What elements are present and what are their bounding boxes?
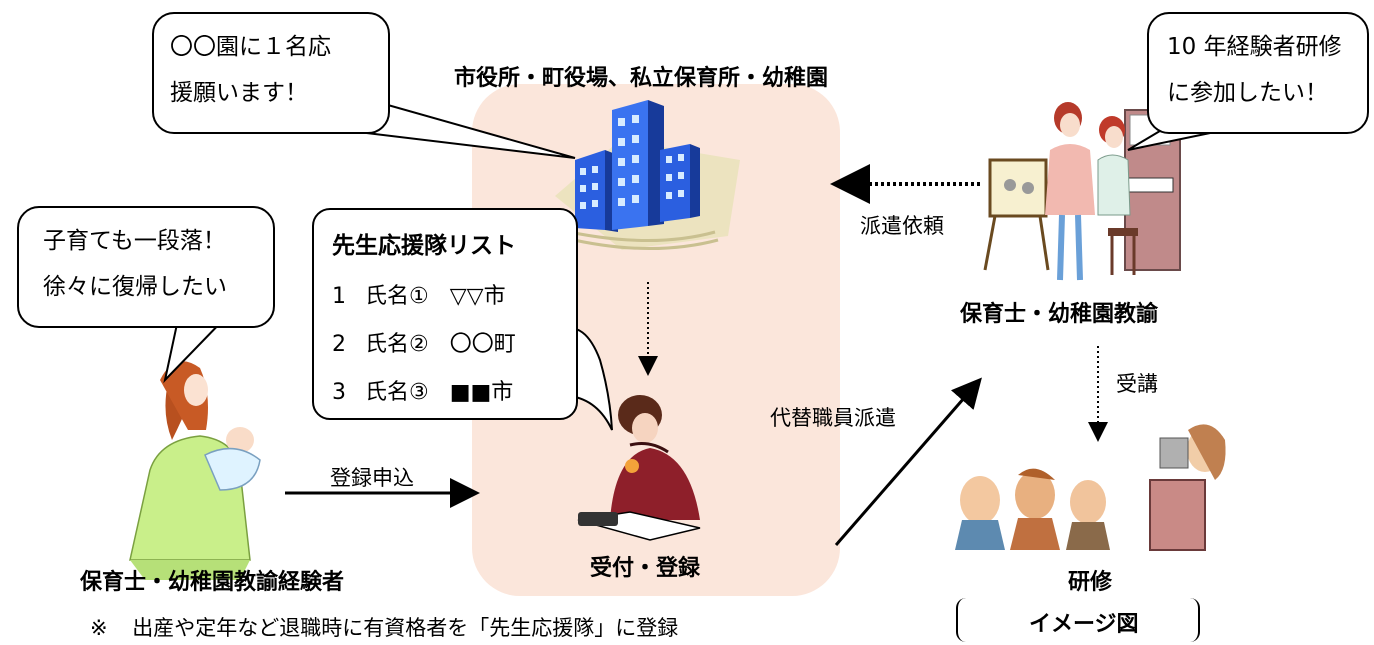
image-note-bracket: [956, 598, 1200, 642]
experienced-label: 保育士・幼稚園教諭経験者: [80, 570, 345, 595]
footnote: ※ 出産や定年など退職時に有資格者を「先生応援隊」に登録: [90, 612, 678, 642]
row-place: ■■市: [449, 380, 514, 405]
mother-with-baby-icon: [129, 361, 261, 580]
row-place: ▽▽市: [449, 284, 506, 309]
row-number: 2: [332, 332, 346, 357]
teachers-with-piano-icon: [983, 102, 1181, 281]
supporter-list-card: 先生応援隊リスト 1 氏名① ▽▽市 2 氏名② 〇〇町 3 氏名③ ■■市: [312, 208, 578, 420]
row-name: 氏名①: [365, 284, 429, 309]
bubble-line: 子育ても一段落！: [43, 228, 226, 254]
row-name: 氏名②: [365, 332, 429, 357]
row-number: 1: [332, 284, 346, 309]
bubble-line: 援願います！: [170, 80, 308, 106]
training-label: 研修: [1068, 570, 1113, 595]
bubble-line: 徐々に復帰したい: [43, 274, 227, 300]
list-item: 3 氏名③ ■■市: [332, 374, 513, 406]
register-arrow-label: 登録申込: [330, 466, 414, 490]
list-item: 1 氏名① ▽▽市: [332, 278, 506, 310]
image-note-label: イメージ図: [1029, 612, 1139, 637]
retiree-bubble: 子育ても一段落！ 徐々に復帰したい: [17, 206, 275, 328]
office-building-icon: [555, 100, 740, 251]
office-request-bubble: 〇〇園に１名応 援願います！: [152, 12, 390, 134]
row-place: 〇〇町: [449, 332, 516, 357]
substitute-arrow: [834, 377, 982, 546]
footnote-text: 出産や定年など退職時に有資格者を「先生応援隊」に登録: [132, 616, 679, 640]
receptionist-icon: [577, 395, 701, 541]
teacher-bubble: 10 年経験者研修 に参加したい！: [1147, 12, 1369, 134]
reception-label: 受付・登録: [590, 556, 701, 581]
teacher-label: 保育士・幼稚園教諭: [960, 302, 1159, 327]
substitute-label: 代替職員派遣: [770, 406, 896, 430]
list-item: 2 氏名② 〇〇町: [332, 326, 516, 358]
dispatch-request-label: 派遣依頼: [860, 214, 944, 238]
training-audience-icon: [955, 424, 1226, 551]
list-title: 先生応援隊リスト: [332, 233, 516, 259]
bubble-line: 10 年経験者研修: [1167, 34, 1342, 60]
row-number: 3: [332, 380, 346, 405]
row-name: 氏名③: [365, 380, 429, 405]
bubble-line: 〇〇園に１名応: [170, 34, 331, 60]
attend-label: 受講: [1116, 372, 1158, 396]
bubble-line: に参加したい！: [1167, 80, 1328, 106]
office-title: 市役所・町役場、私立保育所・幼稚園: [454, 66, 829, 91]
footnote-mark: ※: [90, 616, 108, 640]
